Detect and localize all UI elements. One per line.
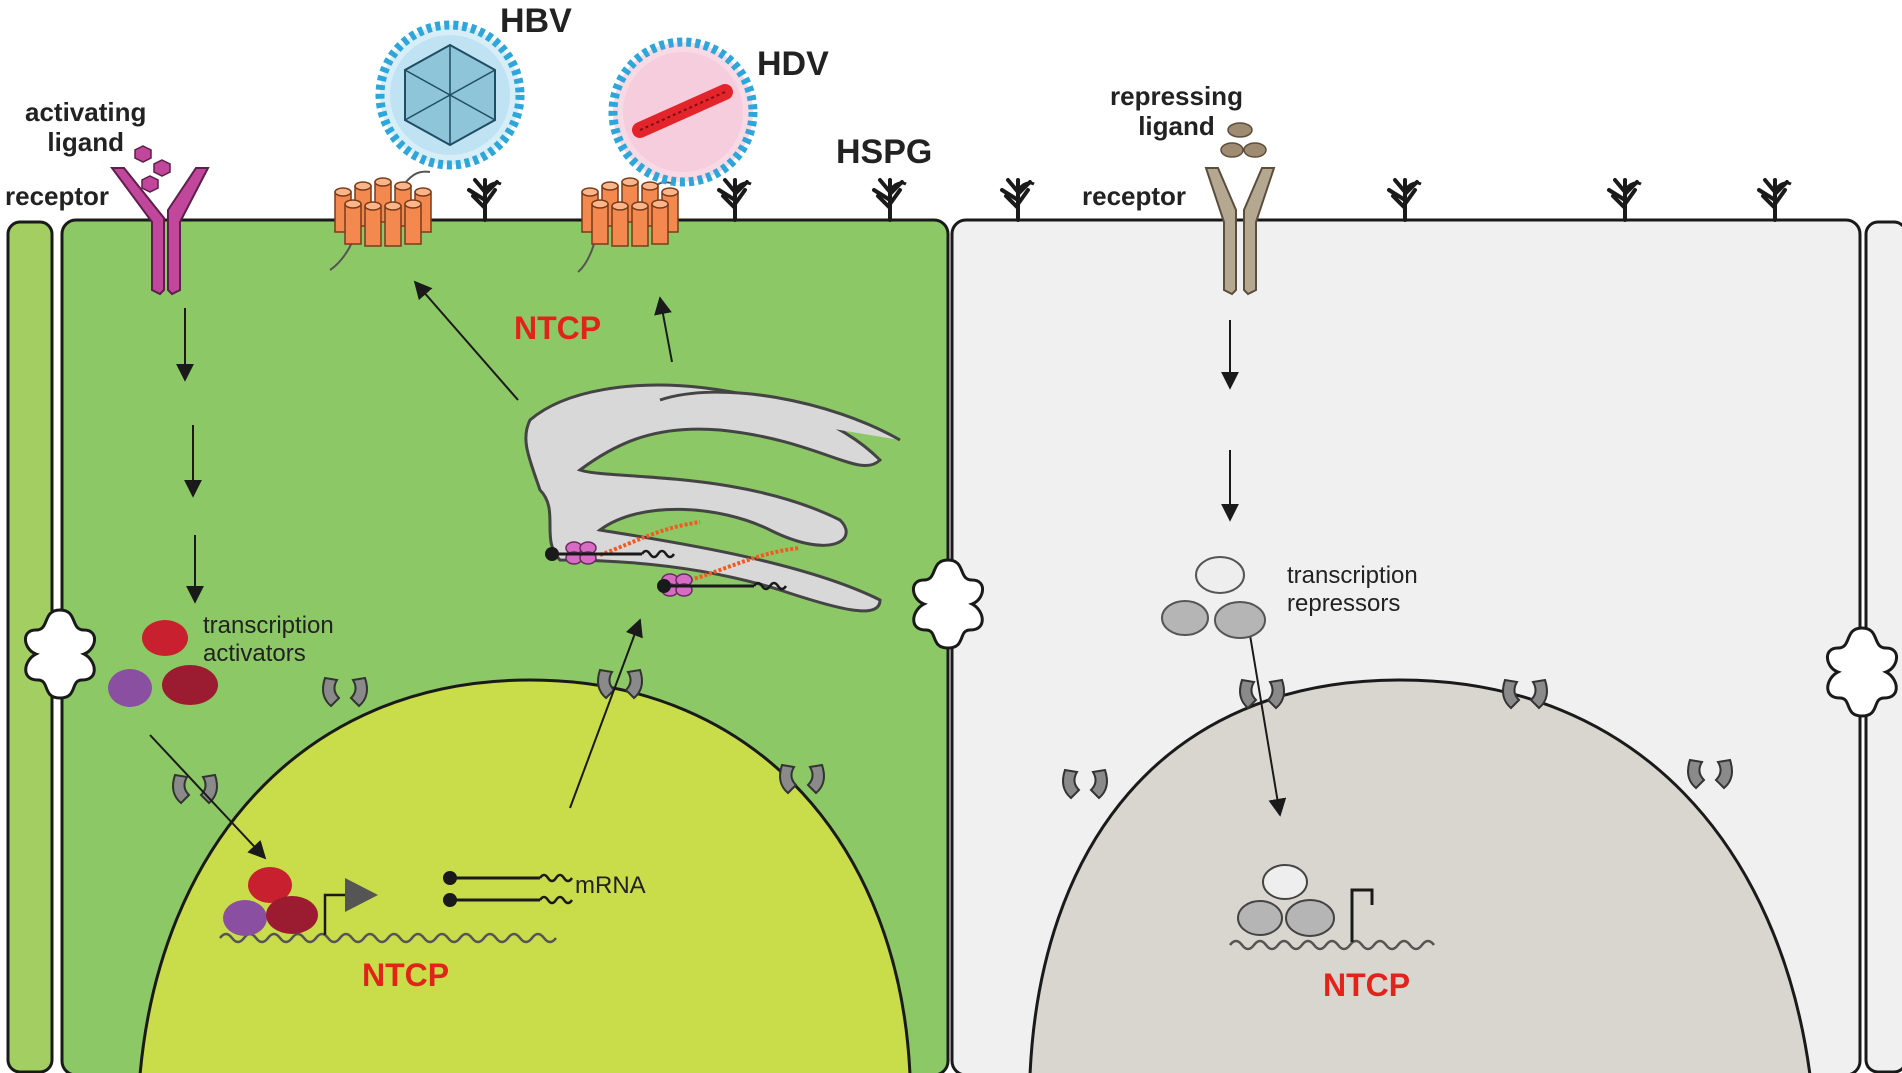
traffic-arrow-left bbox=[413, 280, 519, 401]
mrna-label: mRNA bbox=[575, 872, 646, 899]
repressing-receptor-icon bbox=[1204, 167, 1276, 296]
bound-activators-icon bbox=[223, 867, 318, 936]
activating-ligand-icon bbox=[134, 145, 171, 193]
transcription-repressors-icon bbox=[1161, 556, 1266, 639]
hspg-icon bbox=[1387, 178, 1423, 222]
hspg-icon bbox=[717, 178, 753, 222]
activating-receptor-icon bbox=[110, 167, 210, 296]
transcription-activators-label: transcription activators bbox=[203, 612, 334, 667]
ntcp-transporter-left bbox=[329, 170, 432, 271]
activator-import-arrow bbox=[149, 734, 267, 860]
ntcp-gene-label-left: NTCP bbox=[362, 957, 450, 993]
bound-repressors-icon bbox=[1237, 864, 1335, 937]
transcription-activators-icon bbox=[108, 620, 218, 707]
hspg-icon bbox=[1757, 178, 1793, 222]
hbv-virus-icon bbox=[375, 20, 525, 170]
receptor-label-right: receptor bbox=[1082, 181, 1187, 211]
traffic-arrow-right bbox=[654, 296, 673, 363]
nascent-chain-1 bbox=[599, 520, 701, 557]
ntcp-gene-dna-left bbox=[219, 932, 557, 944]
hdv-label: HDV bbox=[757, 45, 829, 83]
hspg-label: HSPG bbox=[836, 133, 933, 171]
hbv-label: HBV bbox=[500, 2, 572, 40]
ntcp-gene-dna-right bbox=[1229, 939, 1435, 951]
arrow-promoter-icon bbox=[323, 878, 378, 935]
receptor-label-left: receptor bbox=[5, 181, 110, 211]
blocked-promoter-icon bbox=[1350, 888, 1374, 942]
activating-ligand-label: activating ligand bbox=[25, 97, 147, 157]
mrna-export-arrow bbox=[569, 618, 643, 809]
hspg-icon bbox=[1607, 178, 1643, 222]
hspg-icon bbox=[467, 178, 503, 222]
hdv-virus-icon bbox=[608, 37, 758, 187]
right-nucleus bbox=[1028, 678, 1812, 1073]
transcription-repressors-label: transcription repressors bbox=[1287, 562, 1418, 617]
repressing-ligand-icon bbox=[1220, 122, 1267, 158]
nascent-chain-2 bbox=[689, 546, 801, 582]
hspg-icon bbox=[872, 178, 908, 222]
ntcp-gene-label-right: NTCP bbox=[1323, 967, 1411, 1003]
repressor-import-arrow bbox=[1249, 634, 1287, 817]
ntcp-membrane-label: NTCP bbox=[514, 310, 602, 346]
hspg-icon bbox=[1000, 178, 1036, 222]
repressing-ligand-label: repressing ligand bbox=[1110, 81, 1243, 141]
